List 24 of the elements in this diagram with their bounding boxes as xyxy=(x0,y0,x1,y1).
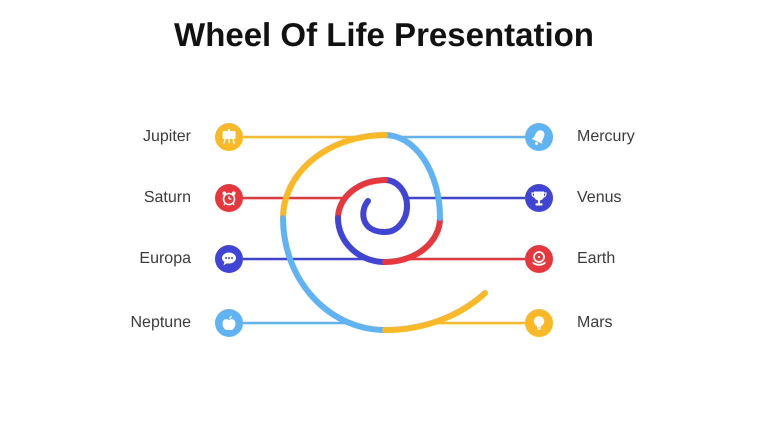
speech-bubble-icon xyxy=(215,245,243,273)
trophy-icon xyxy=(525,184,553,212)
spiral xyxy=(280,132,488,333)
connector-line xyxy=(408,258,525,260)
planet-name: Venus xyxy=(577,188,622,208)
connector-line xyxy=(243,258,366,260)
planet-name: Mercury xyxy=(577,127,635,147)
planet-name: Jupiter xyxy=(142,127,191,147)
easel-icon xyxy=(215,123,243,151)
title: Wheel Of Life Presentation xyxy=(174,15,594,55)
planet-name: Earth xyxy=(577,249,616,269)
connector-line xyxy=(243,322,348,324)
lightbulb-icon xyxy=(525,309,553,337)
connector-line xyxy=(434,322,525,324)
alarm-clock-icon xyxy=(215,184,243,212)
planet-name: Neptune xyxy=(130,313,191,333)
planet-name: Saturn xyxy=(144,188,191,208)
connector-line xyxy=(406,196,525,200)
planet-name: Europa xyxy=(139,249,191,269)
apple-icon xyxy=(215,309,243,337)
bell-icon xyxy=(525,123,553,151)
siren-icon xyxy=(525,245,553,273)
planet-name: Mars xyxy=(577,313,613,333)
connector-line xyxy=(243,196,344,200)
